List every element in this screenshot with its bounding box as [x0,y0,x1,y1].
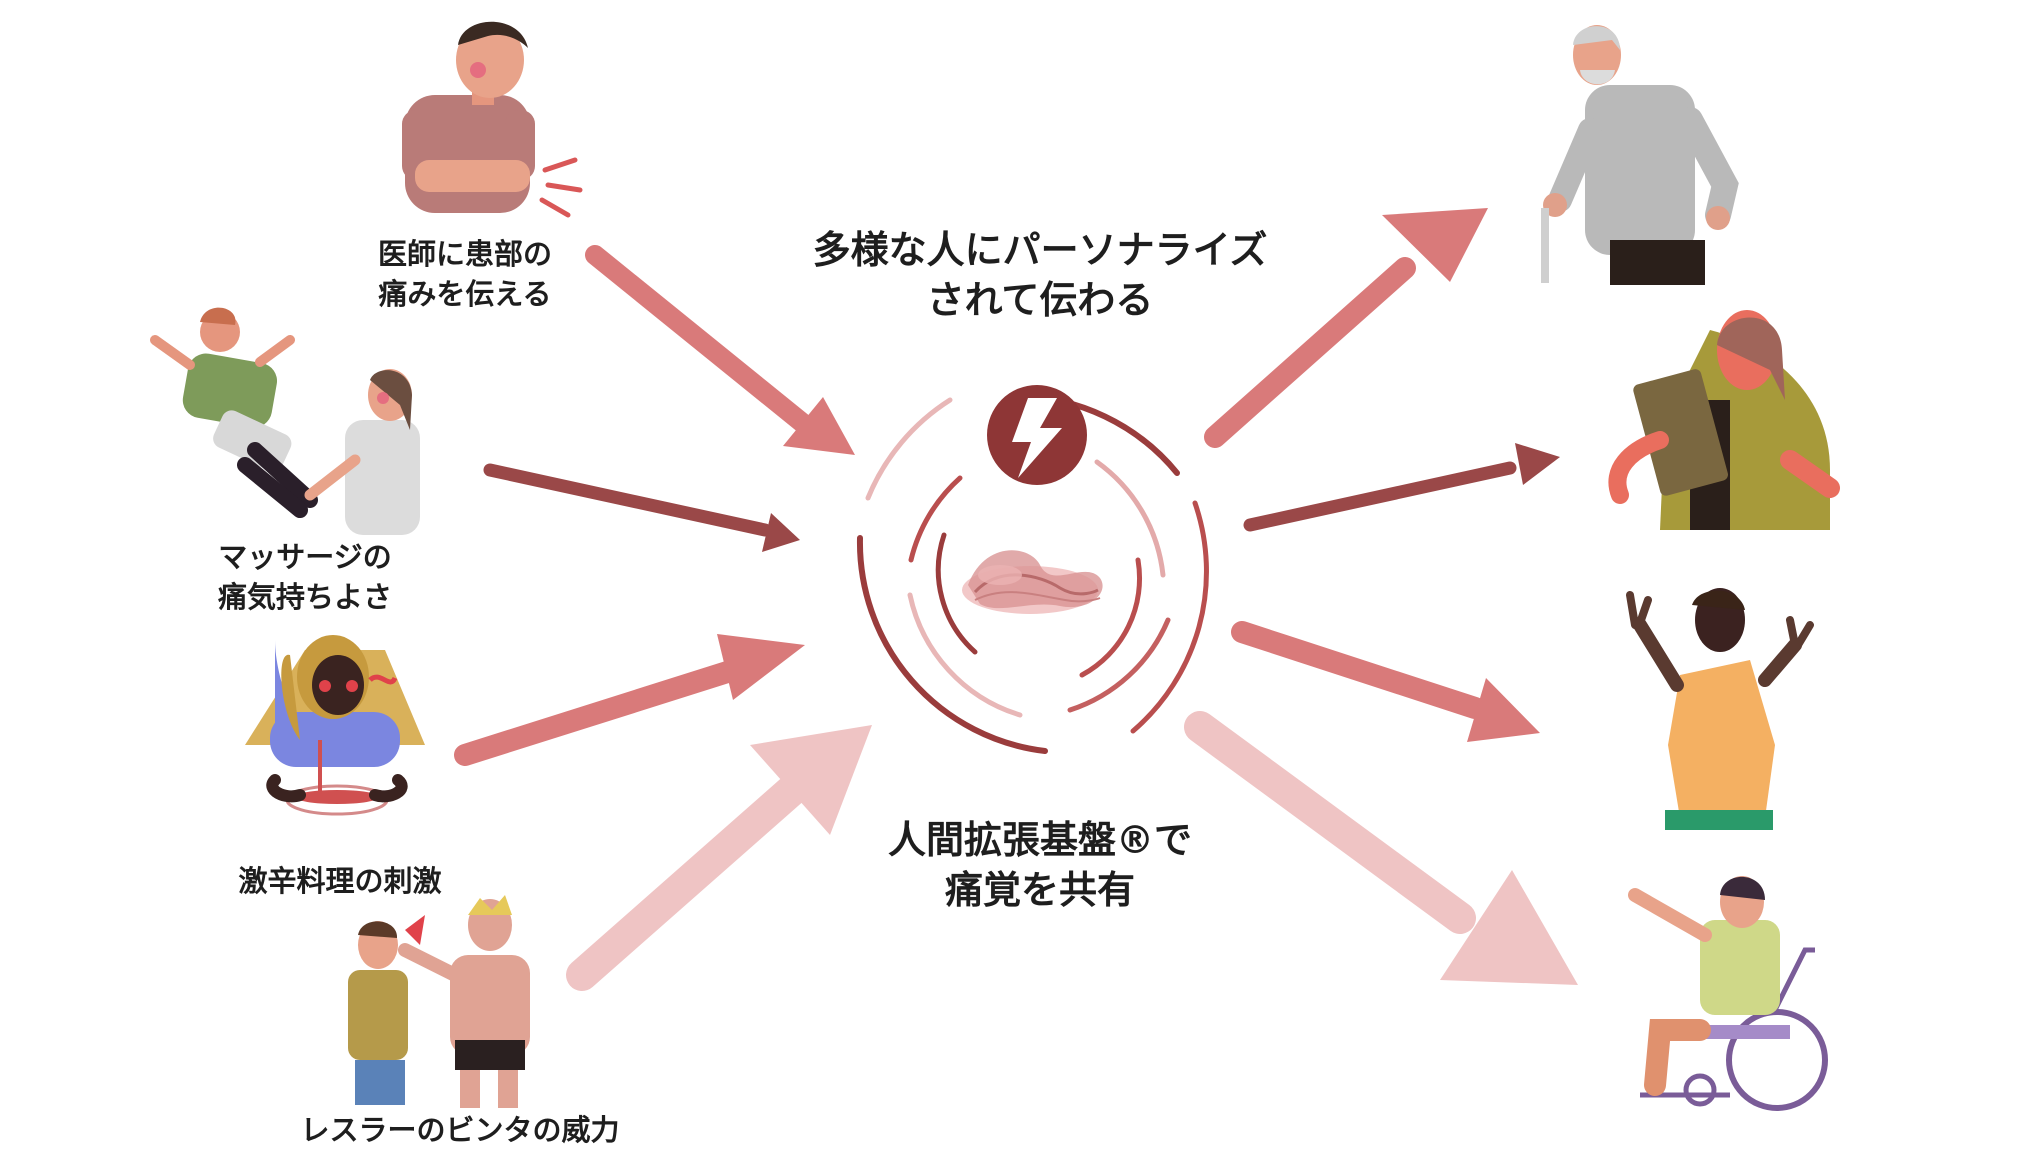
arrow-in-slap-head [750,725,872,835]
arrow-out-wheelchair-head [1440,870,1578,985]
massage-illustration [150,307,420,535]
ring-outer-arc-3 [856,535,1048,754]
arrow-out-wheelchair [1184,711,1476,934]
label-spicy-food: 激辛料理の刺激 [238,864,442,898]
arrow-in-massage-head [762,513,800,552]
spicy-food-illustration [245,635,425,816]
arrow-in-massage [483,463,772,537]
arrow-in-slap [566,774,808,991]
wheelchair-user-illustration [1628,876,1828,1111]
woman-clipboard-illustration [1608,310,1840,530]
ring-inner-arc-1 [935,532,978,655]
man-cheering-illustration [1626,588,1814,830]
arrow-in-doctor-head [783,397,855,455]
pain-wave-icon [962,550,1103,614]
arrow-in-doctor [585,245,815,435]
arrow-in-spicy-head [717,634,805,700]
incoming-arrows [454,245,872,991]
label-doctor-pain: 医師に患部の 痛みを伝える [377,237,552,311]
lightning-bolt-icon [987,385,1087,485]
label-massage: マッサージの 痛気持ちよさ [217,540,392,614]
ring-mid-arc-1 [1094,459,1166,578]
wrestler-slap-illustration [348,895,530,1108]
arrow-out-elderly [1204,257,1416,448]
ring-mid-arc-2 [1067,617,1171,713]
elderly-person-illustration [1541,25,1739,285]
outgoing-arrows [1184,208,1578,985]
label-personalized: 多様な人にパーソナライズ されて伝わる [812,228,1268,322]
ring-mid-arc-3 [907,592,1023,718]
arrow-in-spicy [454,657,751,766]
label-pain-sharing: 人間拡張基盤®で 痛覚を共有 [887,818,1192,912]
ring-mid-arc-4 [908,475,963,563]
arrow-out-woman-head [1515,443,1560,485]
arrow-out-woman [1243,461,1517,532]
ring-outer-arc-4 [865,397,953,501]
arrow-out-man [1231,621,1486,719]
label-wrestler-slap: レスラーのビンタの威力 [300,1113,620,1147]
arrow-out-man-head [1467,678,1540,742]
ring-outer-arc-2 [1130,500,1209,734]
arrow-out-elderly-head [1382,208,1488,282]
ring-inner-arc-2 [1079,557,1143,678]
person-stomach-pain-illustration [402,21,583,218]
